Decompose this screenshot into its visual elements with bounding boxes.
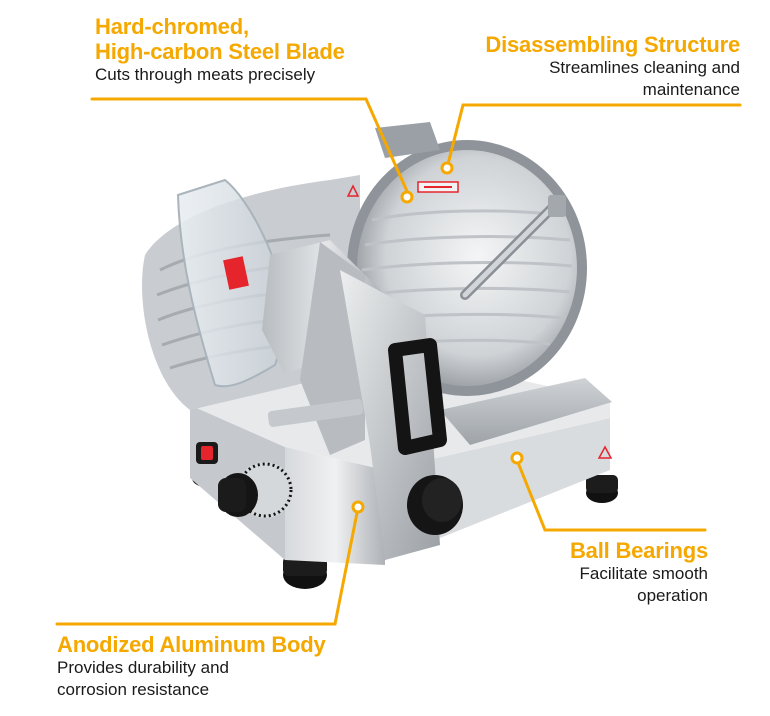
feature-blade: Hard-chromed, High-carbon Steel Blade Cu… — [95, 14, 345, 86]
warning-icon — [346, 184, 613, 459]
feature-body-title-line: Anodized Aluminum Body — [57, 632, 326, 657]
sharpener-arm — [460, 195, 566, 300]
hand-guard — [176, 178, 292, 388]
feature-disassembly-desc-line: Streamlines cleaning and — [549, 58, 740, 77]
feature-disassembly-desc-line: maintenance — [642, 80, 740, 99]
feature-body-title: Anodized Aluminum Body — [57, 632, 326, 657]
feature-body-desc: Provides durability and corrosion resist… — [57, 657, 326, 701]
thickness-knob — [218, 462, 293, 518]
feature-blade-desc-line: Cuts through meats precisely — [95, 65, 316, 84]
feature-bearings-title-line: Ball Bearings — [569, 538, 708, 563]
feature-body-desc-line: corrosion resistance — [57, 680, 210, 699]
carriage-lock-knob — [407, 475, 463, 535]
feature-body-desc-line: Provides durability and — [57, 658, 229, 677]
feature-disassembly-title-line: Disassembling Structure — [485, 32, 740, 57]
feature-bearings-desc-line: operation — [637, 586, 708, 605]
feature-blade-title: Hard-chromed, High-carbon Steel Blade — [95, 14, 345, 64]
feature-bearings-title: Ball Bearings — [570, 538, 708, 563]
callout-lines — [55, 97, 742, 626]
carriage-handle — [388, 338, 447, 455]
feature-disassembly-title: Disassembling Structure — [485, 32, 740, 57]
feature-blade-title-line: High-carbon Steel Blade — [95, 39, 345, 64]
feature-body: Anodized Aluminum Body Provides durabili… — [57, 632, 326, 701]
feature-disassembly: Disassembling Structure Streamlines clea… — [485, 32, 740, 101]
callout-dots — [351, 161, 524, 514]
feature-blade-desc: Cuts through meats precisely — [95, 64, 345, 86]
feature-bearings: Ball Bearings Facilitate smooth operatio… — [570, 538, 708, 607]
power-switch — [196, 442, 218, 464]
feature-disassembly-desc: Streamlines cleaning and maintenance — [485, 57, 740, 101]
feature-bearings-desc-line: Facilitate smooth — [579, 564, 709, 583]
feature-blade-title-line: Hard-chromed, — [95, 14, 249, 39]
feature-bearings-desc: Facilitate smooth operation — [570, 563, 709, 607]
